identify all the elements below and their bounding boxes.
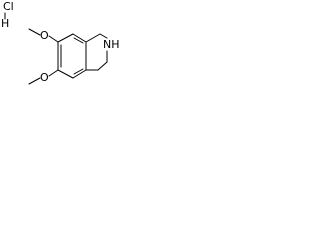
oxygen-label-bottom: O: [40, 71, 49, 84]
sat-ring-bond-2: [99, 33, 108, 39]
ring-double-bond-top: [73, 37, 84, 44]
oxygen-label-top: O: [40, 29, 49, 42]
ring-bond-5: [57, 69, 74, 79]
nh-label: NH: [103, 38, 120, 51]
methyl-bond-top: [28, 28, 41, 36]
ring-bond-4: [72, 69, 87, 79]
ring-bond-2: [72, 33, 87, 43]
sat-ring-bond-1: [85, 33, 101, 43]
oxygen-ring-bond-bottom: [48, 69, 59, 77]
methyl-bond-bottom: [28, 77, 41, 85]
ring-bond-1: [57, 33, 74, 43]
oxygen-ring-bond-top: [48, 35, 59, 43]
hcl-hydrogen-label: H: [1, 17, 9, 30]
sat-ring-bond-4: [97, 61, 108, 71]
molecule-diagram: Cl H O O NH: [1, 0, 120, 85]
hcl-chlorine-label: Cl: [3, 0, 14, 13]
ring-double-bond-bottom: [73, 68, 84, 75]
